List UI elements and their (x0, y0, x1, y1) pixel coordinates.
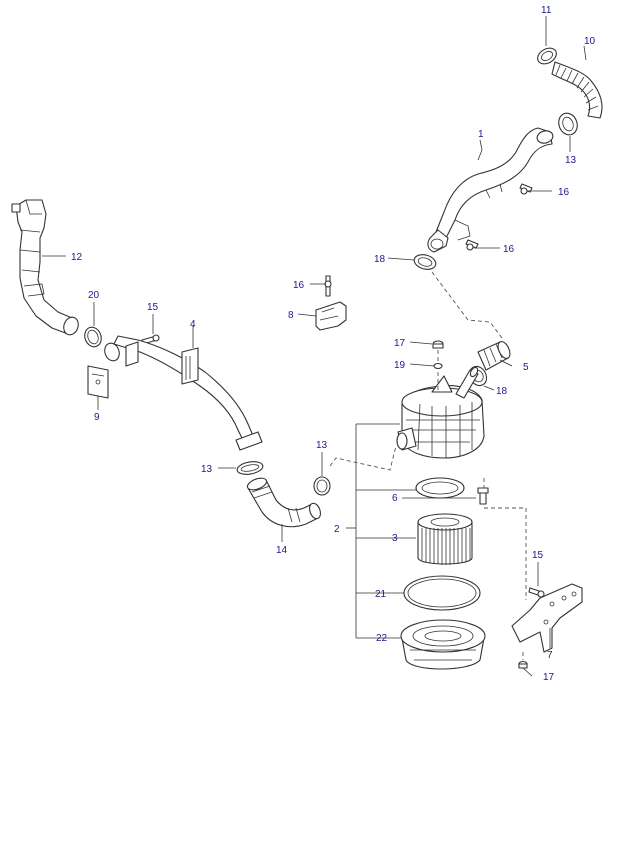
callout-17: 17 (394, 338, 406, 349)
callout-15: 15 (532, 550, 544, 561)
callout-2: 2 (334, 524, 340, 535)
sensor-6 (477, 487, 489, 505)
callout-22: 22 (376, 633, 388, 644)
clamp-ring-18-top (413, 254, 437, 270)
bolt-16-a (519, 183, 533, 195)
callout-13: 13 (201, 464, 213, 475)
bracket-plate-9 (87, 365, 109, 399)
elbow-hose-14 (246, 477, 321, 528)
callout-19: 19 (394, 360, 406, 371)
callout-20: 20 (88, 290, 100, 301)
callout-16: 16 (293, 280, 305, 291)
clamp-ring-11 (537, 47, 557, 65)
callout-4: 4 (190, 319, 196, 330)
callout-9: 9 (94, 412, 100, 423)
callout-13: 13 (565, 155, 577, 166)
callout-10: 10 (584, 36, 596, 47)
callout-18: 18 (374, 254, 386, 265)
callout-5: 5 (523, 362, 529, 373)
leader-lines (42, 16, 587, 677)
bolt-16-c (324, 275, 332, 297)
callout-14: 14 (276, 545, 288, 556)
clamp-ring-13-left (236, 461, 264, 475)
callout-8: 8 (288, 310, 294, 321)
filter-element-3 (417, 513, 473, 565)
callout-16: 16 (503, 244, 515, 255)
callout-16: 16 (558, 187, 570, 198)
callout-7: 7 (547, 650, 553, 661)
gasket-ring-6 (415, 477, 465, 499)
nut-17-top (432, 340, 444, 349)
washer-19 (433, 362, 443, 370)
bolt-15-right (528, 587, 545, 598)
nut-17-bottom (518, 660, 528, 669)
dashed-assembly-lines (329, 271, 527, 660)
intake-pipe-4 (104, 335, 263, 451)
intake-duct-1 (427, 127, 554, 253)
callout-12: 12 (71, 252, 83, 263)
seal-ring-21 (403, 575, 481, 611)
air-cleaner-housing-lower-22 (400, 619, 486, 670)
mounting-bracket-7 (511, 583, 583, 653)
clamp-ring-13-right (313, 476, 331, 496)
callout-21: 21 (375, 589, 387, 600)
corrugated-hose-10 (551, 61, 603, 119)
clamp-ring-13-top (558, 112, 578, 136)
callout-15: 15 (147, 302, 159, 313)
air-cleaner-housing-upper (396, 366, 485, 459)
callout-labels: 11 10 1 13 16 16 18 12 16 8 20 15 4 17 1… (71, 5, 596, 683)
callout-13: 13 (316, 440, 328, 451)
callout-18: 18 (496, 386, 508, 397)
clamp-ring-20 (84, 326, 102, 348)
callout-3: 3 (392, 533, 398, 544)
bolt-16-b (465, 239, 479, 251)
bracket-8 (315, 301, 347, 331)
hose-5 (477, 341, 511, 371)
intake-pipe-12 (11, 199, 79, 336)
callout-1: 1 (478, 129, 484, 140)
callout-17: 17 (543, 672, 555, 683)
callout-11: 11 (541, 5, 552, 16)
callout-6: 6 (392, 493, 398, 504)
